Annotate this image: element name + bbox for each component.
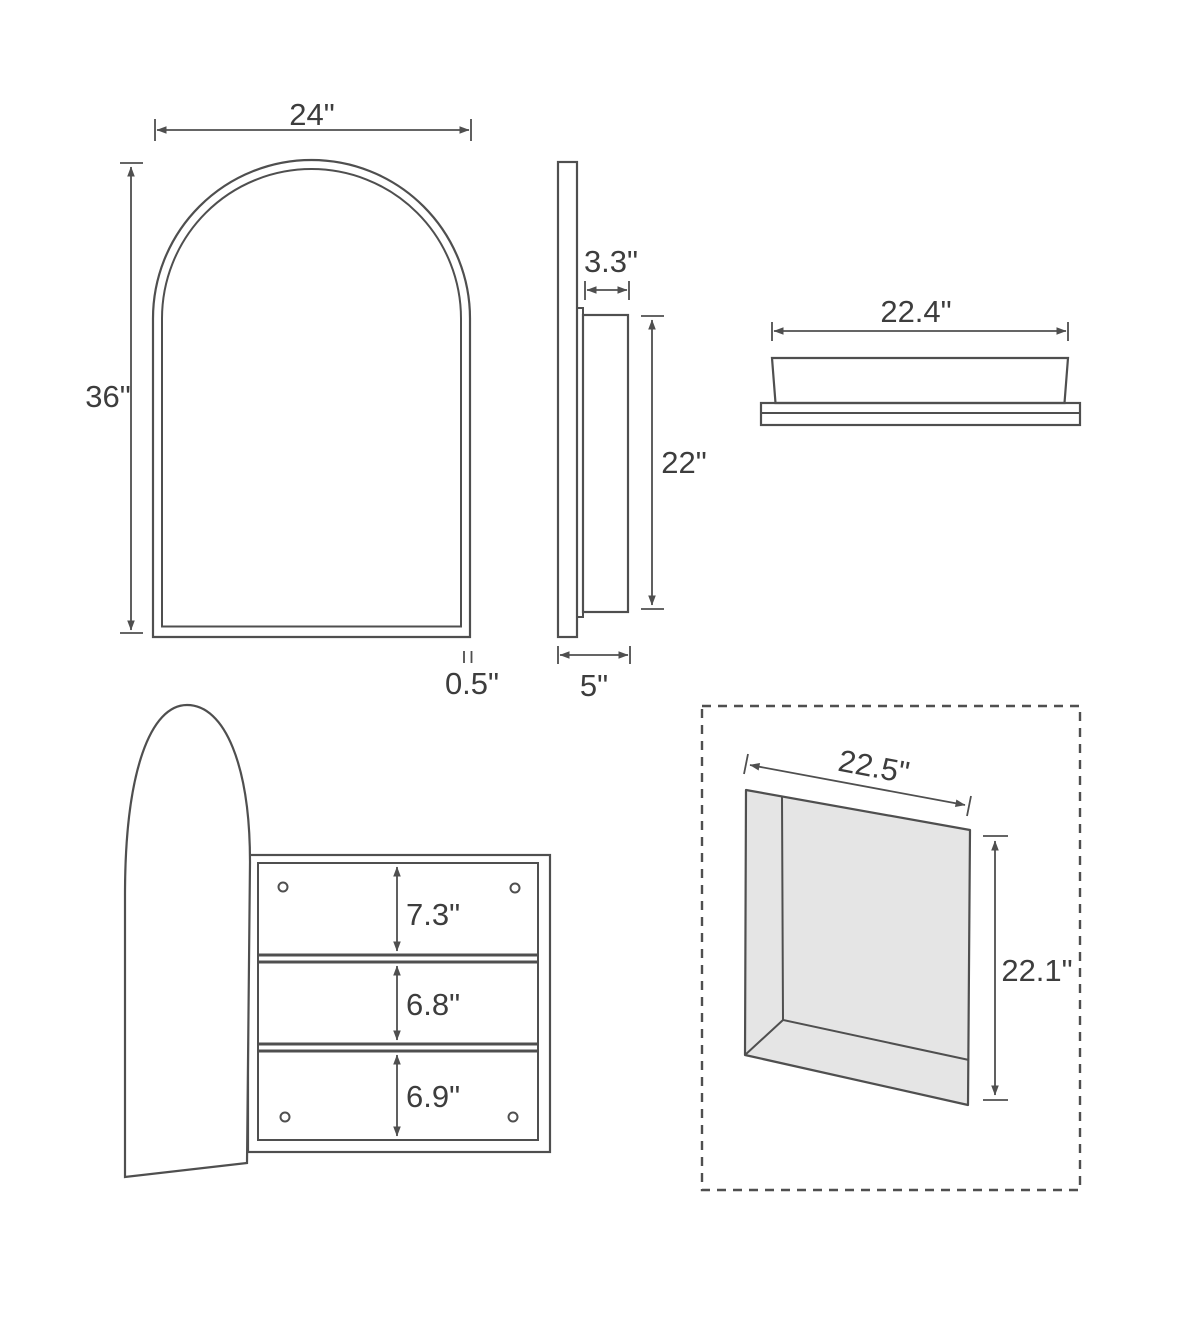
pin-hole-top-right	[509, 882, 521, 894]
pin-hole-top-left	[277, 881, 289, 893]
front-inner-frame	[161, 168, 462, 628]
frame-thickness-label: 0.5"	[445, 666, 499, 701]
recess-view: 22.5" 22.1"	[700, 704, 1082, 1192]
open-cabinet-outer	[246, 853, 552, 1154]
top-width-label: 22.4"	[880, 294, 951, 329]
side-mirror-door	[556, 160, 579, 639]
open-cabinet-inner	[257, 862, 539, 1141]
recess-width-dim-end-right	[966, 795, 972, 817]
front-outer-frame	[151, 158, 472, 639]
front-width-label: 24"	[289, 97, 335, 132]
side-height-label: 22"	[661, 445, 707, 480]
side-view: 3.3" 22" 5"	[556, 160, 707, 703]
recess-opening	[743, 788, 972, 1107]
pin-hole-bottom-left	[279, 1111, 291, 1123]
middle-compartment-label: 6.8"	[406, 987, 460, 1022]
recess-inner-edges	[744, 796, 970, 1061]
side-depth-label: 3.3"	[584, 244, 638, 279]
open-view: 7.3" 6.8" 6.9"	[123, 703, 552, 1179]
recess-width-dim-end-left	[743, 753, 749, 775]
side-total-depth-label: 5"	[580, 668, 608, 703]
side-cabinet-box	[581, 313, 630, 614]
top-compartment-label: 7.3"	[406, 897, 460, 932]
front-view: 24" 36" 0.5"	[85, 97, 499, 701]
recess-width-dim-line	[749, 763, 966, 807]
front-height-label: 36"	[85, 379, 131, 414]
recess-height-label: 22.1"	[1001, 953, 1072, 988]
open-mirror-door	[123, 703, 252, 1179]
top-cabinet-box	[770, 356, 1070, 405]
bottom-compartment-label: 6.9"	[406, 1079, 460, 1114]
top-view: 22.4"	[759, 294, 1082, 427]
pin-hole-bottom-right	[507, 1111, 519, 1123]
